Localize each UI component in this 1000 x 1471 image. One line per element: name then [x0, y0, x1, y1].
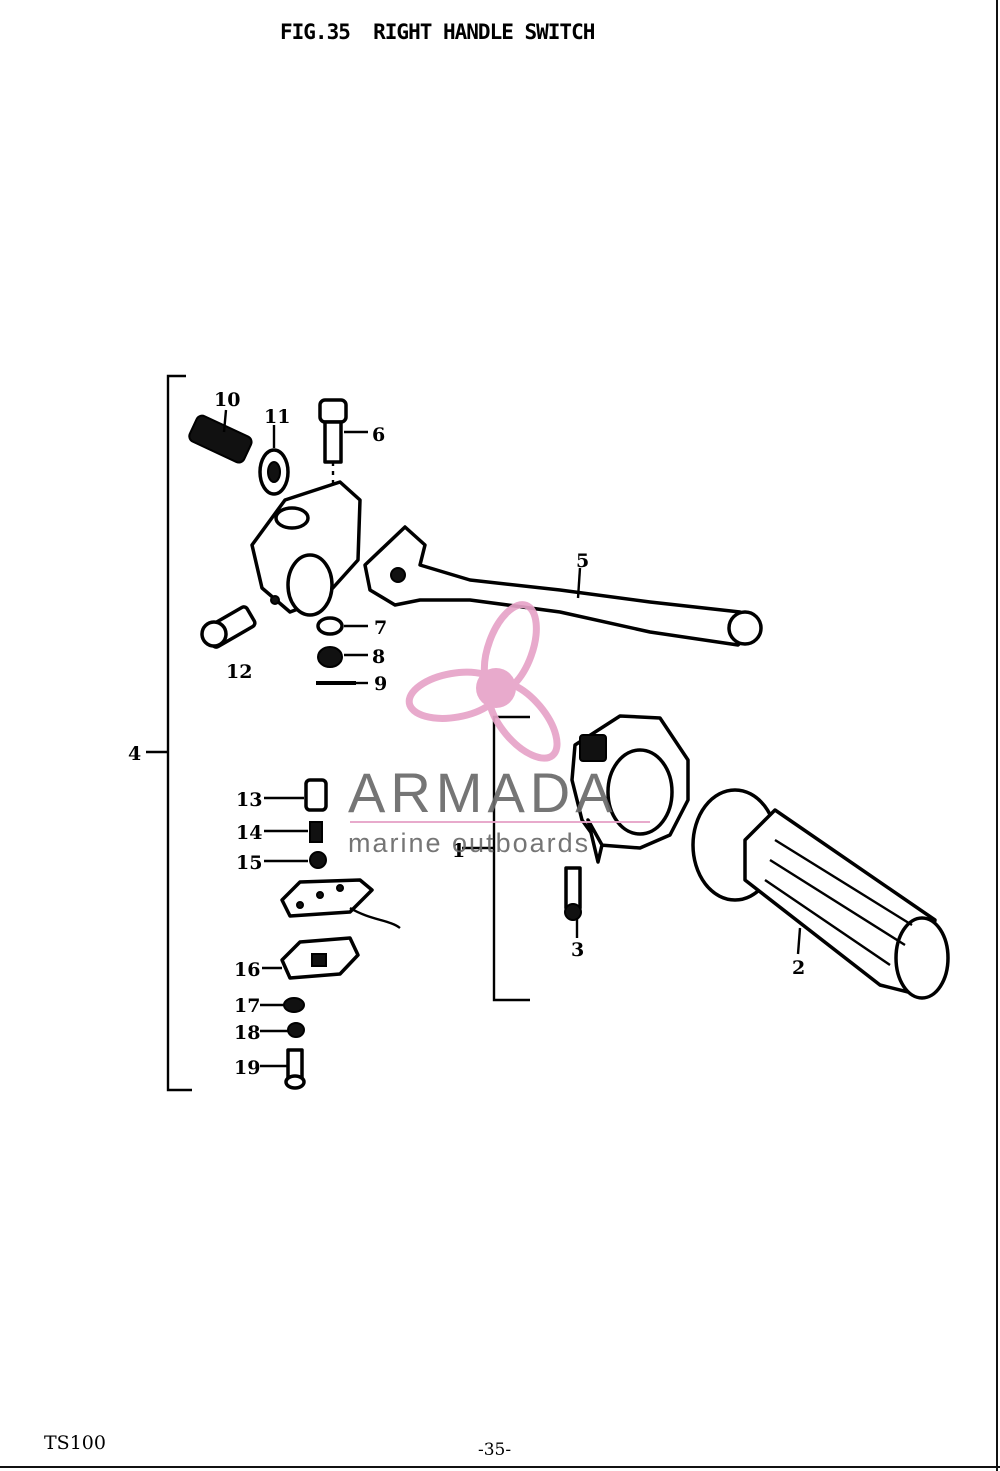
- bracket-part-1: [462, 715, 530, 1002]
- switch-plate: [280, 878, 401, 929]
- ball-15: [264, 851, 327, 869]
- callout-3: 3: [571, 939, 584, 961]
- screw-3: [564, 866, 582, 938]
- callout-6: 6: [372, 424, 385, 446]
- nut-18: [260, 1022, 305, 1038]
- callout-1: 1: [452, 840, 465, 862]
- nut-8: [317, 646, 368, 668]
- washer-17: [260, 997, 305, 1013]
- callout-12: 12: [226, 661, 252, 683]
- screw-13: [264, 778, 328, 812]
- callout-18: 18: [234, 1022, 260, 1044]
- switch-housing-16: [262, 936, 360, 980]
- callout-5: 5: [576, 550, 589, 572]
- callout-8: 8: [372, 646, 385, 668]
- spring-14: [264, 821, 323, 843]
- page-border-right: [996, 0, 998, 1471]
- lever-bracket-body: [250, 480, 362, 617]
- callout-7: 7: [374, 617, 387, 639]
- watermark-tagline: marine outboards: [348, 828, 590, 858]
- callout-labels: 1 2 3 4 5 6 7 8 9 10 11 12 13 14 15 16 1…: [128, 389, 805, 1079]
- callout-2: 2: [792, 957, 805, 979]
- bolt-10: [188, 409, 253, 464]
- propeller-hub: [476, 668, 516, 708]
- callout-11: 11: [264, 406, 290, 428]
- screw-19: [260, 1048, 306, 1090]
- callout-4: 4: [128, 743, 141, 765]
- callout-19: 19: [234, 1057, 260, 1079]
- callout-17: 17: [234, 995, 260, 1017]
- bracket-part-4: [146, 374, 192, 1092]
- throttle-housing-1: [570, 714, 690, 864]
- washer-11: [258, 425, 290, 496]
- page-border-bottom: [0, 1466, 1000, 1468]
- callout-14: 14: [236, 822, 262, 844]
- throttle-grip-2: [691, 788, 950, 1000]
- footer-model: TS100: [44, 1432, 106, 1454]
- callout-9: 9: [374, 673, 387, 695]
- watermark-brand: ARMADA: [348, 761, 618, 824]
- callout-16: 16: [234, 959, 260, 981]
- footer-page-number: -35-: [478, 1440, 512, 1460]
- brake-lever-5: [363, 525, 763, 647]
- figure-title: FIG.35 RIGHT HANDLE SWITCH: [280, 20, 595, 44]
- armada-watermark: ARMADA marine outboards: [348, 601, 650, 858]
- washer-7: [316, 616, 368, 636]
- pivot-bolt-6: [318, 398, 368, 530]
- callout-15: 15: [236, 852, 262, 874]
- callout-10: 10: [214, 389, 240, 411]
- callout-13: 13: [236, 789, 262, 811]
- propeller-logo-icon: [405, 601, 561, 762]
- bolt-12: [200, 605, 257, 649]
